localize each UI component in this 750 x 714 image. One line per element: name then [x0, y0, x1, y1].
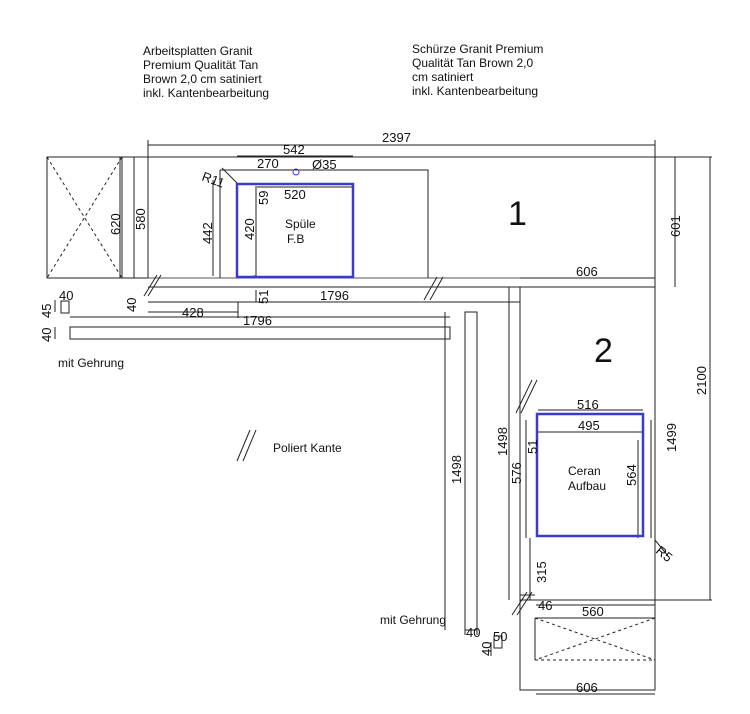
dim-516: 516	[577, 397, 599, 412]
polish-mark-legend	[236, 429, 257, 462]
dim-51-sink: 51	[256, 290, 271, 304]
dim-428: 428	[182, 305, 204, 320]
dim-1498-right: 1498	[495, 427, 510, 456]
apron-strip-horizontal	[69, 326, 451, 340]
polish-mark-bottom	[511, 591, 533, 616]
apron-section-left	[60, 300, 70, 314]
dim-606-bottom: 606	[576, 680, 598, 695]
worktop-part-2	[519, 286, 656, 601]
sink-label: Spüle	[285, 217, 316, 231]
dim-601: 601	[668, 215, 683, 237]
cooktop-sub-label: Aufbau	[568, 479, 606, 493]
dim-dia-35: Ø35	[312, 157, 337, 172]
part-2-label: 2	[594, 332, 613, 370]
bottom-unit	[519, 599, 656, 691]
dim-40-bottom-side: 40	[479, 642, 494, 656]
sink-cutout	[235, 182, 355, 279]
apron-material-note: Schürze Granit Premium Qualität Tan Brow…	[412, 42, 544, 98]
dim-495: 495	[578, 418, 600, 433]
dim-r5: R5	[653, 543, 675, 565]
sink-sub-label: F.B	[287, 232, 304, 246]
cooktop-label: Ceran	[568, 464, 601, 478]
dim-620: 620	[108, 213, 123, 235]
dim-576: 576	[509, 462, 524, 484]
dim-606-top: 606	[576, 264, 598, 279]
apron-section-bottom	[493, 635, 503, 649]
dim-51-cooktop: 51	[525, 440, 540, 454]
dim-45: 45	[39, 304, 54, 318]
dim-270: 270	[257, 156, 279, 171]
dim-2100: 2100	[694, 366, 709, 395]
miter-label-left: mit Gehrung	[58, 356, 124, 370]
dim-46: 46	[538, 598, 552, 613]
worktop-material-note: Arbeitsplatten Granit Premium Qualität T…	[143, 44, 270, 100]
dim-50: 50	[493, 629, 507, 644]
tap-hole	[292, 168, 300, 176]
dim-2397: 2397	[382, 130, 411, 145]
dim-564: 564	[624, 464, 639, 486]
dim-1796-apron: 1796	[243, 313, 272, 328]
dim-1796-top: 1796	[320, 288, 349, 303]
dim-40-apron: 40	[39, 328, 54, 342]
dim-1499: 1499	[664, 423, 679, 452]
dim-420: 420	[242, 218, 257, 240]
dim-520: 520	[284, 187, 306, 202]
dim-442: 442	[200, 222, 215, 244]
dim-40-left-top: 40	[59, 288, 73, 303]
dim-315: 315	[534, 561, 549, 583]
apron-strip-vertical	[464, 311, 478, 631]
dim-59: 59	[256, 191, 271, 205]
dim-r11: R11	[200, 169, 227, 191]
miter-label-right: mit Gehrung	[380, 613, 446, 627]
polish-mark-left	[143, 274, 162, 297]
dim-542: 542	[283, 142, 305, 157]
dim-40-bottom: 40	[466, 625, 480, 640]
dim-40-left-mid: 40	[124, 298, 139, 312]
polish-mark-mid	[515, 379, 538, 414]
polished-edge-label: Poliert Kante	[273, 441, 342, 455]
dim-580: 580	[133, 208, 148, 230]
polish-mark-top	[423, 276, 444, 301]
dim-1498-apron: 1498	[449, 455, 464, 484]
part-1-label: 1	[508, 195, 527, 233]
dim-560: 560	[582, 604, 604, 619]
cooktop-cutout	[535, 412, 645, 538]
